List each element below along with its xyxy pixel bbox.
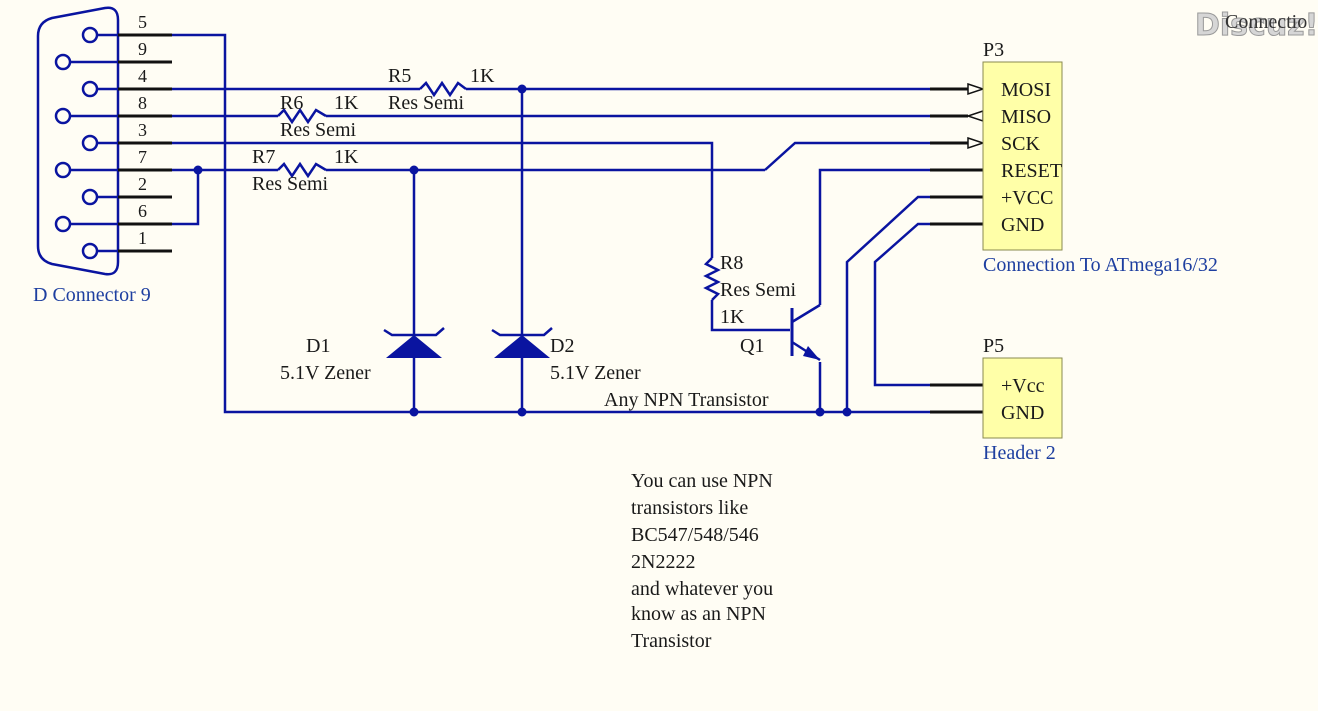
r7-type: Res Semi	[252, 173, 329, 195]
r7-value: 1K	[334, 146, 359, 168]
watermark-logo: Discuz!	[1195, 8, 1318, 43]
p3-pin-mosi: MOSI	[1001, 79, 1051, 101]
note-line: BC547/548/546	[631, 524, 759, 546]
header-pin-stubs	[930, 82, 986, 414]
transistor-note: You can use NPN transistors like BC547/5…	[631, 470, 773, 652]
p3-pin-sck: SCK	[1001, 133, 1040, 155]
transistor-q1: Q1 Any NPN Transistor	[604, 303, 821, 411]
q1-desc: Any NPN Transistor	[604, 389, 769, 411]
note-line: know as an NPN	[631, 603, 766, 625]
p5-caption: Header 2	[983, 442, 1056, 464]
pin-6-socket	[54, 215, 72, 233]
note-line: transistors like	[631, 497, 748, 519]
header-p3: P3 MOSI MISO SCK RESET +VCC GND Connecti…	[982, 39, 1218, 276]
note-line: and whatever you	[631, 578, 773, 600]
pin-7-socket	[54, 161, 72, 179]
r5-value: 1K	[470, 65, 495, 87]
pin-3-socket	[81, 134, 99, 152]
pin-number: 8	[138, 93, 147, 113]
r5-ref: R5	[388, 65, 411, 87]
d1-ref: D1	[306, 335, 330, 357]
p3-caption: Connection To ATmega16/32	[983, 254, 1218, 276]
r6-type: Res Semi	[280, 119, 357, 141]
header-p5: P5 +Vcc GND Header 2	[982, 335, 1063, 464]
note-line: You can use NPN	[631, 470, 773, 492]
watermark-corner-text: Connectio	[1225, 11, 1307, 33]
q1-ref: Q1	[740, 335, 764, 357]
p5-pin-vcc: +Vcc	[1001, 375, 1045, 397]
pin-1-socket	[81, 242, 99, 260]
r6-value: 1K	[334, 92, 359, 114]
p5-body	[982, 357, 1063, 439]
connector-label: D Connector 9	[33, 284, 151, 306]
pin-number: 7	[138, 147, 147, 167]
zener-d2: D2 5.1V Zener	[491, 327, 641, 384]
p3-body	[982, 61, 1063, 251]
p3-ref: P3	[983, 39, 1004, 61]
zener-d1: D1 5.1V Zener	[280, 327, 445, 384]
pin-8-socket	[54, 107, 72, 125]
resistor-r7: R7 1K Res Semi	[252, 146, 359, 195]
pin-number: 3	[138, 120, 147, 140]
d2-ref: D2	[550, 335, 574, 357]
r8-value: 1K	[720, 306, 745, 328]
pin-9-socket	[54, 53, 72, 71]
pin-number: 9	[138, 39, 147, 59]
junction-dots	[193, 84, 852, 417]
note-line: Transistor	[631, 630, 712, 652]
resistor-r5: R5 1K Res Semi	[388, 65, 495, 114]
p3-pin-miso: MISO	[1001, 106, 1051, 128]
resistor-r8: R8 Res Semi 1K	[703, 252, 797, 328]
pin-number: 2	[138, 174, 147, 194]
pin-number: 4	[138, 66, 147, 86]
note-line: 2N2222	[631, 551, 695, 573]
p5-pin-gnd: GND	[1001, 402, 1044, 424]
d-connector-shell	[36, 6, 120, 276]
p5-ref: P5	[983, 335, 1004, 357]
r5-type: Res Semi	[388, 92, 465, 114]
pin-4-socket	[81, 80, 99, 98]
resistor-r6: R6 1K Res Semi	[277, 92, 359, 141]
r8-type: Res Semi	[720, 279, 797, 301]
pin-5-socket	[81, 26, 99, 44]
pin-number: 1	[138, 228, 147, 248]
r6-ref: R6	[280, 92, 303, 114]
d2-desc: 5.1V Zener	[550, 362, 641, 384]
pin-number: 6	[138, 201, 147, 221]
pin-2-socket	[81, 188, 99, 206]
pin-number: 5	[138, 12, 147, 32]
d1-desc: 5.1V Zener	[280, 362, 371, 384]
p3-pin-vcc: +VCC	[1001, 187, 1053, 209]
d-connector-9: 5 9 4 8 3 7 2 6 1 D Connector 9	[33, 6, 172, 306]
p3-pin-reset: RESET	[1001, 160, 1062, 182]
r8-ref: R8	[720, 252, 743, 274]
r7-ref: R7	[252, 146, 275, 168]
p3-pin-gnd: GND	[1001, 214, 1044, 236]
